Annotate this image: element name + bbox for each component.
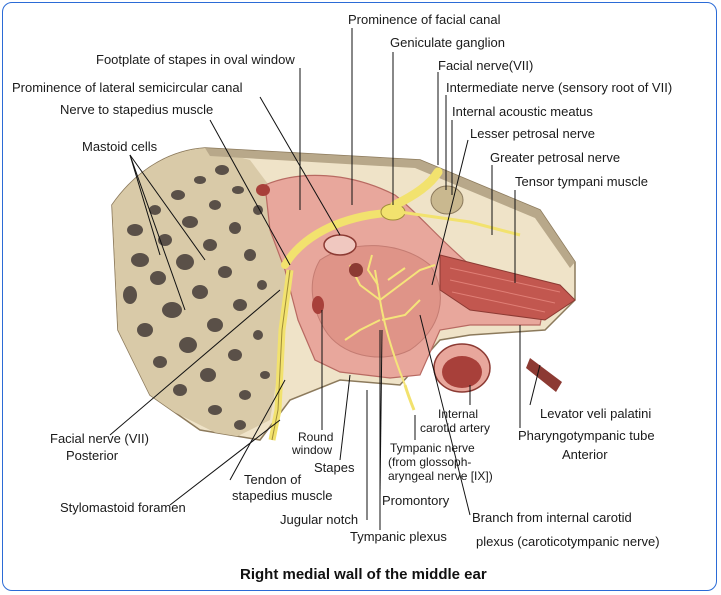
facial-nerve-upper xyxy=(390,167,443,210)
mastoid-cells-region xyxy=(112,148,290,440)
label-levator-veli: Levator veli palatini xyxy=(540,406,651,421)
label-footplate-stapes: Footplate of stapes in oval window xyxy=(96,52,295,67)
label-pharyngotympanic: Pharyngotympanic tube xyxy=(518,428,655,443)
greater-petrosal-nerve xyxy=(399,210,521,237)
label-round-window-2: window xyxy=(291,443,332,457)
label-facial-nerve-top: Facial nerve(VII) xyxy=(438,58,533,73)
label-internal-carotid-1: Internal xyxy=(438,407,478,421)
oval-window-stapes xyxy=(323,234,357,256)
label-geniculate-ganglion: Geniculate ganglion xyxy=(390,35,505,50)
label-tympanic-plexus: Tympanic plexus xyxy=(350,529,447,544)
label-jugular-notch: Jugular notch xyxy=(280,512,358,527)
label-stylomastoid: Stylomastoid foramen xyxy=(60,500,186,515)
label-facial-nerve-bottom: Facial nerve (VII) xyxy=(50,431,149,446)
round-window xyxy=(349,263,363,277)
label-tendon-2: stapedius muscle xyxy=(232,488,332,503)
leader-lines xyxy=(109,28,541,530)
figure-caption: Right medial wall of the middle ear xyxy=(240,566,487,583)
tensor-tympani xyxy=(439,254,576,321)
label-stapes: Stapes xyxy=(314,460,355,475)
label-prominence-facial-canal: Prominence of facial canal xyxy=(348,12,501,27)
facial-nerve-path xyxy=(281,208,396,269)
label-internal-acoustic-meatus: Internal acoustic meatus xyxy=(452,104,593,119)
label-tensor-tympani: Tensor tympani muscle xyxy=(515,174,648,189)
label-round-window-1: Round xyxy=(298,430,333,444)
label-promontory: Promontory xyxy=(382,493,450,508)
label-tympanic-nerve-3: aryngeal nerve [IX]) xyxy=(388,469,493,483)
levator-veli-palatini xyxy=(526,358,562,392)
label-anterior: Anterior xyxy=(562,447,608,462)
label-prominence-lateral-canal: Prominence of lateral semicircular canal xyxy=(12,80,243,95)
label-mastoid-cells: Mastoid cells xyxy=(82,139,158,154)
label-nerve-to-stapedius: Nerve to stapedius muscle xyxy=(60,102,213,117)
label-intermediate-nerve: Intermediate nerve (sensory root of VII) xyxy=(446,80,672,95)
label-branch-carotid-1: Branch from internal carotid xyxy=(472,510,632,525)
tympanic-nerve xyxy=(403,384,416,411)
stapedius-tendon xyxy=(312,296,324,314)
label-tendon-1: Tendon of xyxy=(244,472,301,487)
tympanic-plexus-branches xyxy=(344,254,436,386)
promontory-bulge xyxy=(311,245,441,358)
label-tympanic-nerve-1: Tympanic nerve xyxy=(390,441,475,455)
label-posterior: Posterior xyxy=(66,448,119,463)
label-branch-carotid-2: plexus (caroticotympanic nerve) xyxy=(476,534,660,549)
label-tympanic-nerve-2: (from glossoph- xyxy=(388,455,471,469)
label-greater-petrosal: Greater petrosal nerve xyxy=(490,150,620,165)
label-internal-carotid-2: carotid artery xyxy=(420,421,490,435)
label-lesser-petrosal: Lesser petrosal nerve xyxy=(470,126,595,141)
